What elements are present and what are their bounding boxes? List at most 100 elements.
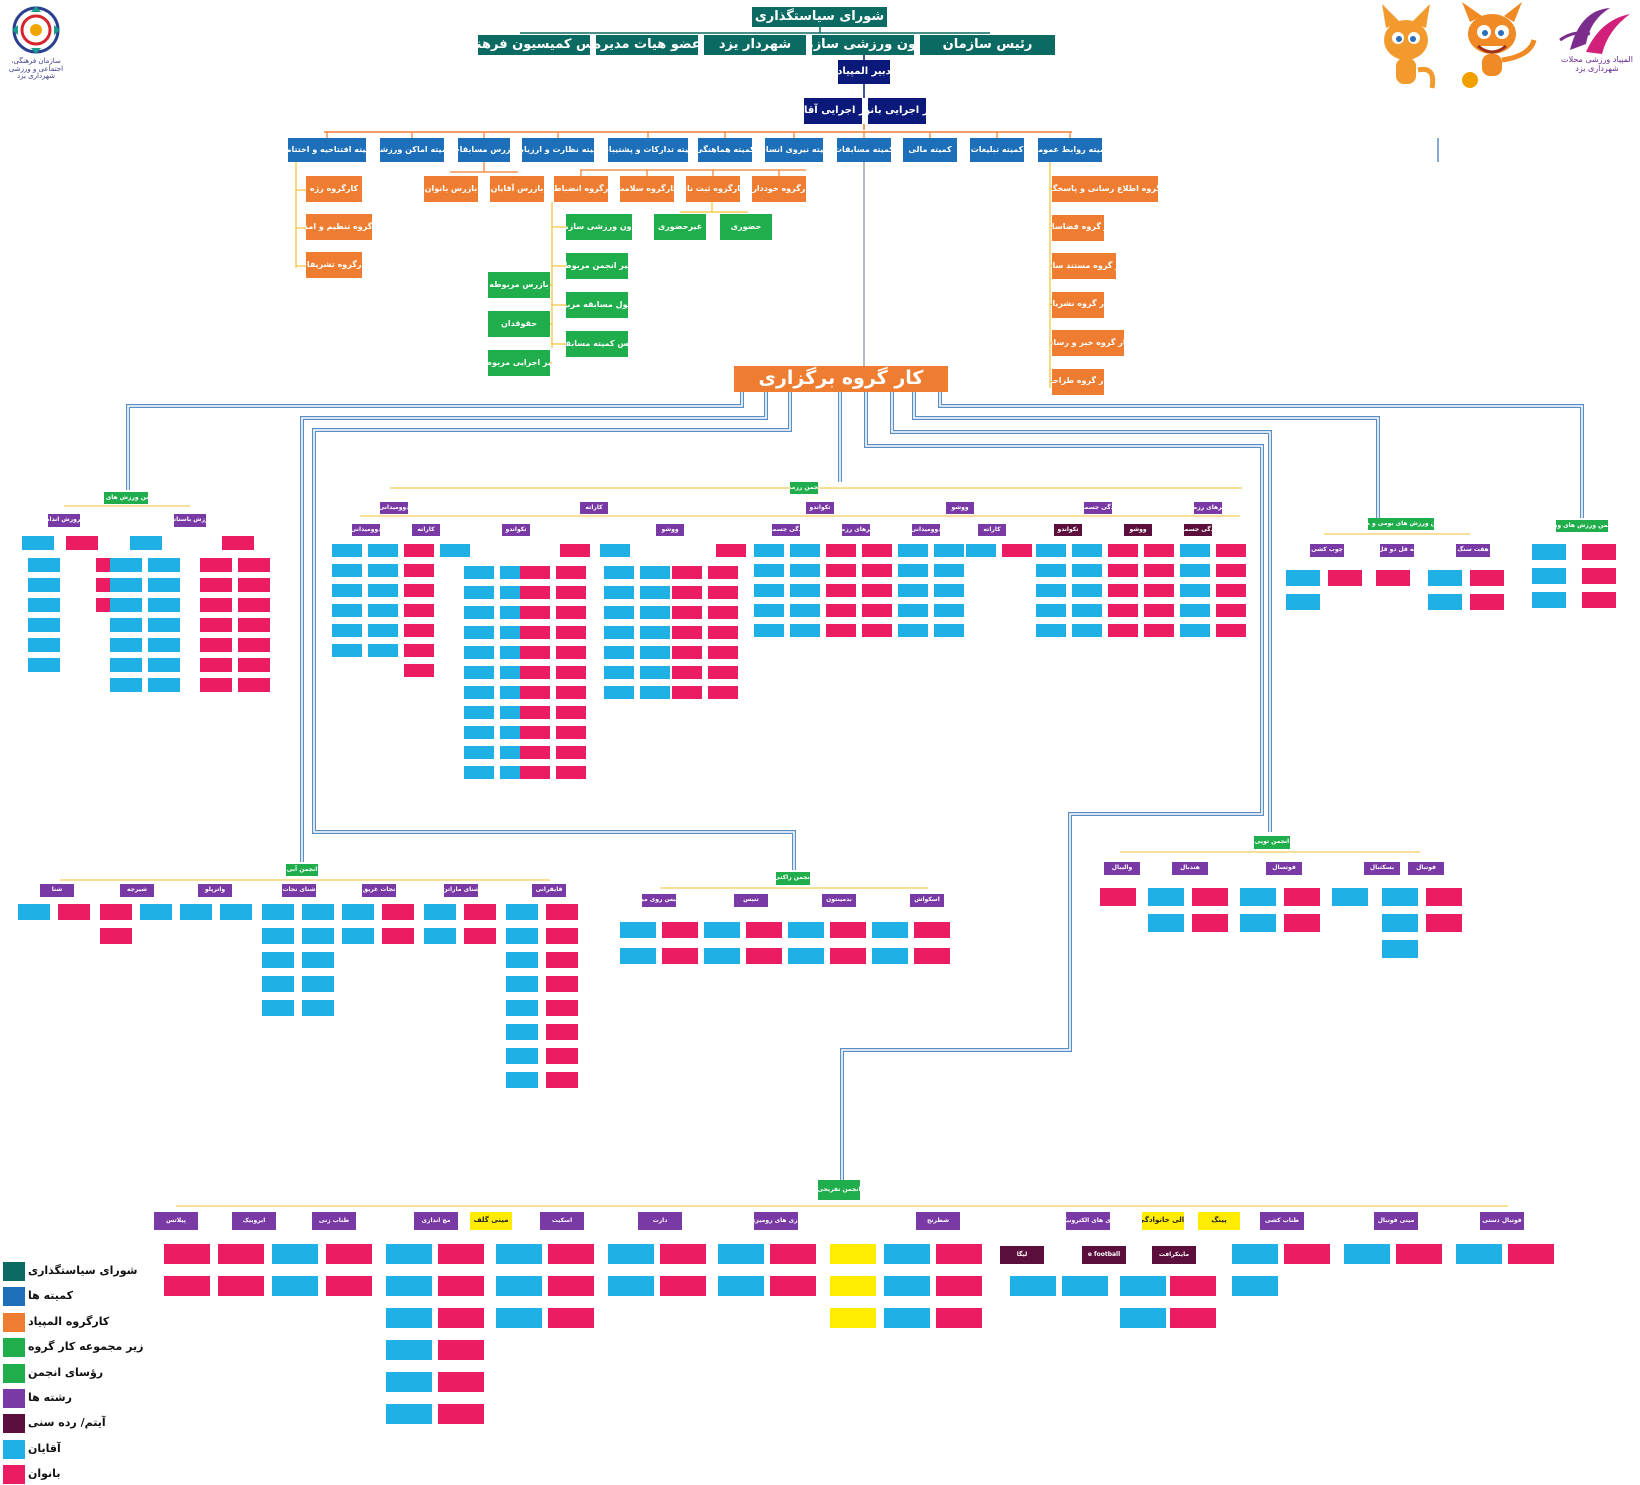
men-cell xyxy=(464,666,494,679)
men-cell xyxy=(718,1276,764,1296)
workgroup-box: کار گروه نشریات xyxy=(1052,291,1104,318)
men-cell xyxy=(604,566,634,579)
men-cell xyxy=(506,1000,538,1016)
women-cell xyxy=(164,1276,210,1296)
men-cell xyxy=(262,1000,294,1016)
men-cell xyxy=(148,598,180,612)
women-cell xyxy=(862,584,892,597)
women-cell xyxy=(770,1276,816,1296)
men-cell xyxy=(788,922,824,938)
men-cell xyxy=(464,606,494,619)
discipline-box-yellow: رالی خانوادگی xyxy=(1142,1212,1184,1230)
men-cell xyxy=(302,1000,334,1016)
discipline-box: ایروبیک xyxy=(232,1212,276,1230)
council-box: شورای سیاستگذاری xyxy=(752,7,887,27)
discipline-box: یه قل دو قل xyxy=(1380,544,1414,557)
women-cell xyxy=(66,536,98,550)
council-member-box: شهردار یزد xyxy=(704,35,806,55)
men-cell xyxy=(1232,1244,1278,1264)
women-cell xyxy=(746,948,782,964)
women-cell xyxy=(862,544,892,557)
men-cell xyxy=(640,606,670,619)
men-cell xyxy=(18,904,50,920)
men-cell xyxy=(898,564,928,577)
men-cell xyxy=(302,952,334,968)
men-cell xyxy=(1072,544,1102,557)
council-member-box: رئیس سازمان xyxy=(920,35,1055,55)
women-cell xyxy=(746,922,782,938)
men-cell xyxy=(464,706,494,719)
women-cell xyxy=(404,584,434,597)
men-cell xyxy=(110,618,142,632)
women-cell xyxy=(520,666,550,679)
men-cell xyxy=(898,544,928,557)
legend-label: کمیته ها xyxy=(28,1289,74,1303)
committee-box: کمیته تدارکات و پشتیبانی xyxy=(608,138,688,162)
workgroup-box: بازرس آقایان xyxy=(490,176,544,202)
women-cell xyxy=(1144,624,1174,637)
committee-box: کمیته افتتاحیه و اختتامیه xyxy=(288,138,366,162)
men-cell xyxy=(464,726,494,739)
men-cell xyxy=(790,544,820,557)
women-cell xyxy=(556,566,586,579)
men-cell xyxy=(496,1308,542,1328)
men-cell xyxy=(604,646,634,659)
men-cell xyxy=(148,638,180,652)
men-cell xyxy=(1232,1276,1278,1296)
legend-label: زیر مجموعه کار گروه xyxy=(28,1340,144,1354)
women-cell xyxy=(708,586,738,599)
men-cell xyxy=(608,1244,654,1264)
discipline-member-box: معاون ورزشی سازمان xyxy=(566,214,632,240)
discipline-box: فوتبال xyxy=(1408,862,1444,875)
association-box: انجمن آبی xyxy=(286,864,318,876)
men-cell xyxy=(872,948,908,964)
men-cell xyxy=(604,686,634,699)
women-cell xyxy=(520,566,550,579)
women-cell xyxy=(1582,544,1616,560)
men-cell xyxy=(640,566,670,579)
committee-box: کمیته هماهنگی xyxy=(698,138,752,162)
women-cell xyxy=(826,604,856,617)
men-cell xyxy=(262,952,294,968)
item-box: e football xyxy=(1082,1246,1126,1264)
association-box: انجمن رزمی xyxy=(790,482,818,494)
men-cell xyxy=(718,1244,764,1264)
men-cell xyxy=(424,904,456,920)
men-cell xyxy=(262,928,294,944)
discipline-box: طناب کشی xyxy=(1260,1212,1304,1230)
women-cell xyxy=(1582,592,1616,608)
men-cell xyxy=(1148,888,1184,906)
women-cell xyxy=(556,726,586,739)
men-cell xyxy=(898,584,928,597)
men-cell xyxy=(28,658,60,672)
men-cell xyxy=(28,598,60,612)
men-cell xyxy=(464,646,494,659)
registration-box: حضوری xyxy=(720,214,772,240)
women-cell xyxy=(826,584,856,597)
discipline-box: دارت xyxy=(638,1212,682,1230)
women-cell xyxy=(660,1276,706,1296)
men-cell xyxy=(506,976,538,992)
men-cell xyxy=(464,686,494,699)
men-cell xyxy=(1382,888,1418,906)
men-cell xyxy=(620,922,656,938)
men-cell xyxy=(368,584,398,597)
discipline-member-box: دبیر انجمن مربوطه xyxy=(566,253,628,279)
men-cell xyxy=(608,1276,654,1296)
women-cell xyxy=(662,948,698,964)
trunk-gap xyxy=(891,392,1271,832)
legend-label: کارگروه المپیاد xyxy=(28,1314,110,1328)
women-cell xyxy=(556,626,586,639)
women-cell xyxy=(1426,914,1462,932)
men-cell xyxy=(148,578,180,592)
women-cell xyxy=(1396,1244,1442,1264)
men-cell xyxy=(110,558,142,572)
women-cell xyxy=(708,566,738,579)
workgroup-box: کار گروه خبر و رسانه xyxy=(1052,330,1124,356)
discipline-box: تنیس روی میز xyxy=(642,894,676,907)
discipline-member-box: دبیر اجرایی مربوطه xyxy=(488,350,550,376)
women-cell xyxy=(546,904,578,920)
legend-swatch xyxy=(3,1465,25,1485)
men-cell xyxy=(110,638,142,652)
